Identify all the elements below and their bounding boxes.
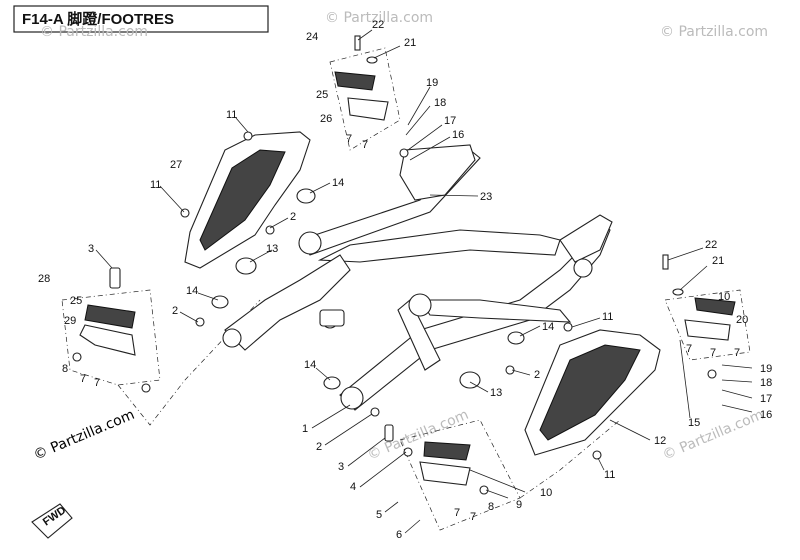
callout-29: 29 xyxy=(64,315,76,327)
footrest-bracket-right xyxy=(524,329,661,456)
callout-3-left: 3 xyxy=(88,243,94,255)
callout-7-bottom-a: 7 xyxy=(454,507,460,519)
hardware xyxy=(72,35,717,495)
callout-13-b: 13 xyxy=(490,387,502,399)
callout-2-b: 2 xyxy=(172,305,178,317)
group-outlines xyxy=(61,47,751,531)
callout-11-a: 11 xyxy=(226,109,237,121)
title-box: F14-A 脚蹬/FOOTRES xyxy=(13,5,269,33)
callout-12: 12 xyxy=(654,435,666,447)
leader-lines xyxy=(95,29,753,534)
callout-7-left-b: 7 xyxy=(94,377,100,389)
footpegs xyxy=(79,71,736,486)
callout-9: 9 xyxy=(516,499,522,511)
callout-7-top-b: 7 xyxy=(362,139,368,151)
callout-22-top: 22 xyxy=(372,19,384,31)
watermark-top-right: © Partzilla.com xyxy=(660,24,768,40)
callout-22-right: 22 xyxy=(705,239,717,251)
callout-17-top: 17 xyxy=(444,115,456,127)
rear-subframe xyxy=(298,144,613,411)
callout-18-right: 18 xyxy=(760,377,772,389)
callout-4: 4 xyxy=(350,481,356,493)
callout-7-right-a: 7 xyxy=(686,343,692,355)
callout-8-bottom: 8 xyxy=(488,501,494,513)
callout-5: 5 xyxy=(376,509,382,521)
callout-2-c: 2 xyxy=(316,441,322,453)
callout-14-c: 14 xyxy=(304,359,316,371)
callout-6: 6 xyxy=(396,529,402,541)
callout-2-a: 2 xyxy=(290,211,296,223)
callout-23: 23 xyxy=(480,191,492,203)
diagram-title: F14-A 脚蹬/FOOTRES xyxy=(22,11,174,28)
callout-14-b: 14 xyxy=(186,285,198,297)
callout-7-top-a: 7 xyxy=(346,133,352,145)
callout-16-top: 16 xyxy=(452,129,464,141)
callout-14-d: 14 xyxy=(542,321,554,333)
callout-14-a: 14 xyxy=(332,177,344,189)
callout-10-right: 10 xyxy=(718,291,730,303)
callout-2-d: 2 xyxy=(534,369,540,381)
callout-1: 1 xyxy=(302,423,308,435)
callout-25-left: 25 xyxy=(70,295,82,307)
callout-13-a: 13 xyxy=(266,243,278,255)
callout-24: 24 xyxy=(306,31,318,43)
callout-7-left-a: 7 xyxy=(80,373,86,385)
callout-3-bottom: 3 xyxy=(338,461,344,473)
callout-11-d: 11 xyxy=(604,469,615,481)
footrest-bracket-left xyxy=(184,131,311,269)
callout-11-c: 11 xyxy=(602,311,613,323)
passenger-bracket-center xyxy=(222,254,351,351)
callout-15: 15 xyxy=(688,417,700,429)
callout-16-right: 16 xyxy=(760,409,772,421)
callout-28: 28 xyxy=(38,273,50,285)
callout-18-top: 18 xyxy=(434,97,446,109)
watermark-bottom-left: © Partzilla.com xyxy=(31,407,137,464)
callout-26: 26 xyxy=(320,113,332,125)
callout-21-top: 21 xyxy=(404,37,416,49)
callout-10-bottom: 10 xyxy=(540,487,552,499)
callout-7-right-c: 7 xyxy=(734,347,740,359)
fwd-arrow: FWD xyxy=(31,503,73,539)
callout-19-top: 19 xyxy=(426,77,438,89)
callout-7-right-b: 7 xyxy=(710,347,716,359)
callout-19-right: 19 xyxy=(760,363,772,375)
callout-20: 20 xyxy=(736,314,748,326)
callout-numbers: 22 21 24 25 26 7 7 19 18 17 16 11 27 11 … xyxy=(38,19,772,541)
callout-7-bottom-b: 7 xyxy=(470,511,476,523)
watermark-top-center: © Partzilla.com xyxy=(325,10,433,26)
callout-27: 27 xyxy=(170,159,182,171)
callout-8-left: 8 xyxy=(62,363,68,375)
watermark-bottom-right: © Partzilla.com xyxy=(660,407,766,464)
watermarks: © Partzilla.com © Partzilla.com © Partzi… xyxy=(31,10,768,464)
callout-21-right: 21 xyxy=(712,255,724,267)
callout-17-right: 17 xyxy=(760,393,772,405)
callout-11-b: 11 xyxy=(150,179,161,191)
watermark-top-left: © Partzilla.com xyxy=(40,24,148,40)
callout-25-top: 25 xyxy=(316,89,328,101)
